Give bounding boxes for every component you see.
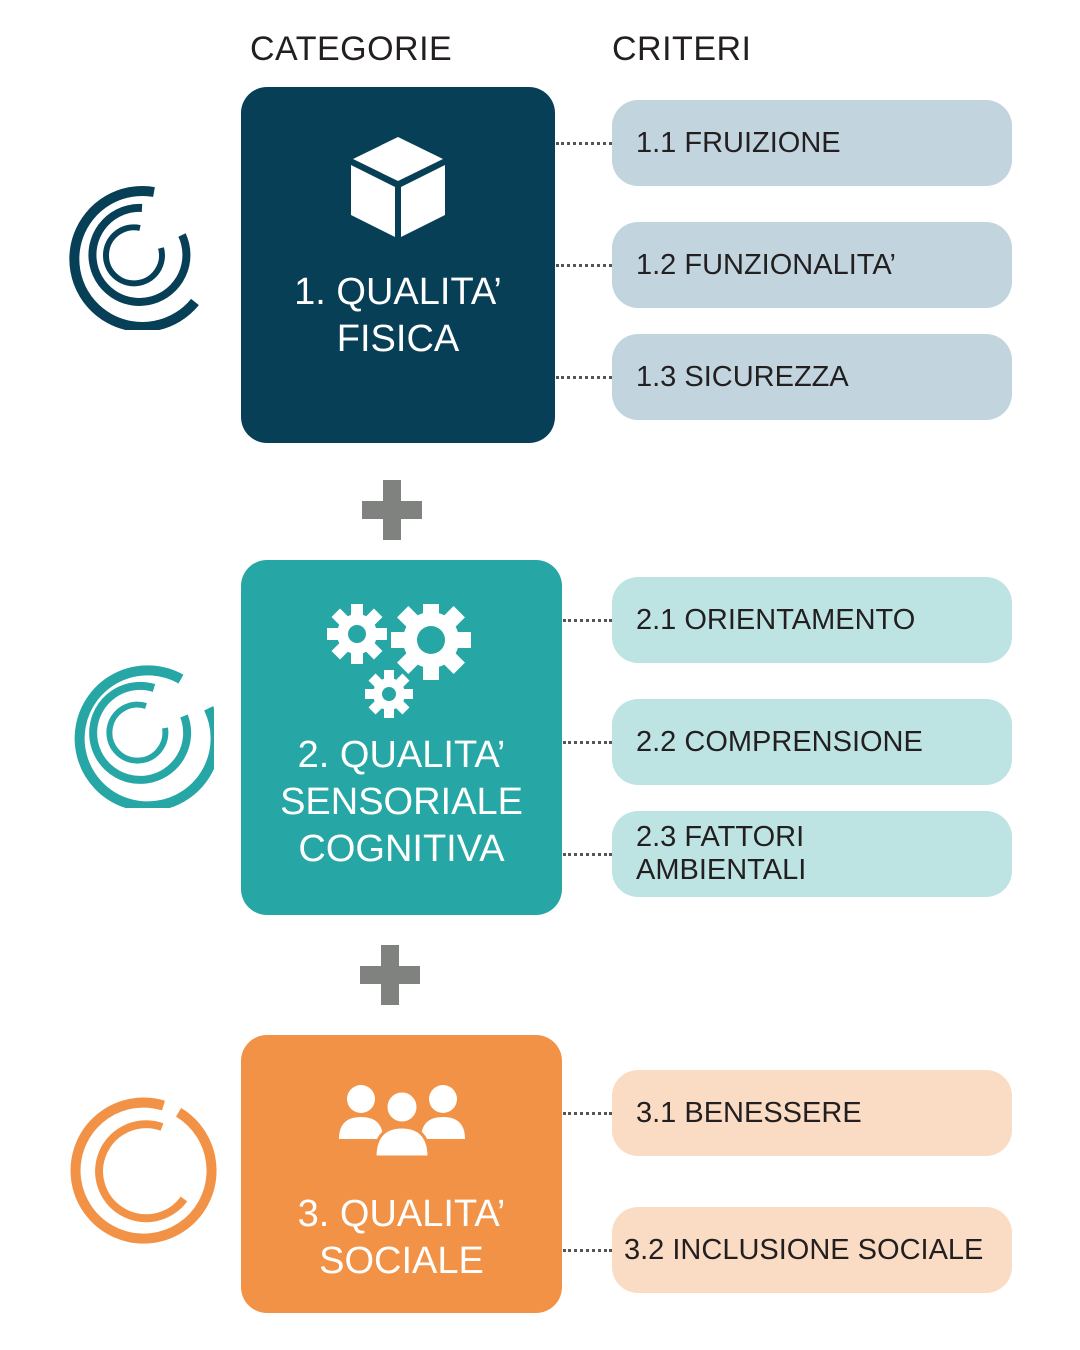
category-social-title: 3. QUALITA’ SOCIALE [297,1193,506,1282]
category-sensory-cognitive-quality: 2. QUALITA’ SENSORIALE COGNITIVA [241,560,562,915]
criterion-sicurezza: 1.3 SICUREZZA [612,334,1012,420]
connector-line [563,1112,612,1115]
plus-icon [362,480,422,540]
criterion-benessere: 3.1 BENESSERE [612,1070,1012,1156]
connector-line [556,376,612,379]
social-ring-logo-icon [70,1097,217,1244]
connector-line [556,142,612,145]
physical-ring-logo-icon [69,186,199,330]
sensory-ring-logo-icon [74,665,214,808]
criterion-inclusione-sociale: 3.2 INCLUSIONE SOCIALE [612,1207,1012,1293]
connector-line [563,741,612,744]
connector-line [563,853,612,856]
category-sensory-title: 2. QUALITA’ SENSORIALE COGNITIVA [280,734,523,870]
criterion-fruizione: 1.1 FRUIZIONE [612,100,1012,186]
categories-header: CATEGORIE [250,30,453,68]
connector-line [563,1249,612,1252]
connector-line [563,619,612,622]
connector-line [556,264,612,267]
criterion-orientamento: 2.1 ORIENTAMENTO [612,577,1012,663]
category-physical-quality: 1. QUALITA’ FISICA [241,87,555,443]
criterion-comprensione: 2.2 COMPRENSIONE [612,699,1012,785]
criterion-funzionalita: 1.2 FUNZIONALITA’ [612,222,1012,308]
gears-icon [326,604,471,718]
criteria-header: CRITERI [612,30,752,68]
category-physical-title: 1. QUALITA’ FISICA [294,271,502,360]
criterion-fattori-ambientali: 2.3 FATTORI AMBIENTALI [612,811,1012,897]
category-social-quality: 3. QUALITA’ SOCIALE [241,1035,562,1313]
cube-icon [351,137,445,237]
plus-icon [360,945,420,1005]
people-icon [338,1085,465,1159]
